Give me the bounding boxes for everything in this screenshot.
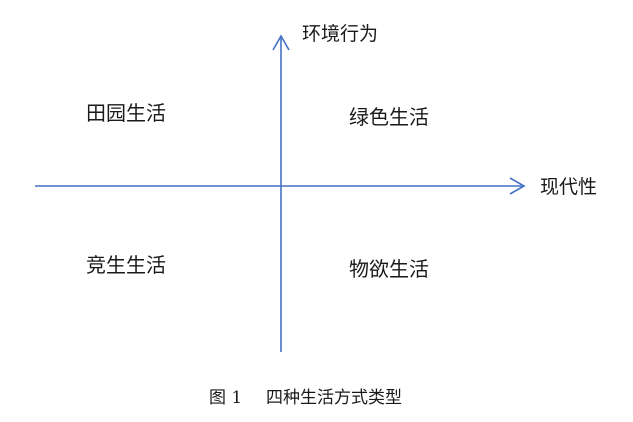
quadrant-top-right: 绿色生活 (349, 105, 429, 129)
caption-number: 图 1 (209, 388, 243, 408)
quadrant-bottom-left: 竞生生活 (86, 253, 166, 277)
quadrant-bottom-right: 物欲生活 (349, 257, 429, 281)
x-axis-arrowhead (509, 177, 526, 195)
quadrant-top-left: 田园生活 (86, 101, 166, 125)
y-axis-arrowhead (272, 34, 290, 51)
y-axis-label: 环境行为 (302, 23, 379, 45)
caption-title: 四种生活方式类型 (266, 388, 402, 408)
x-axis-label: 现代性 (540, 176, 598, 198)
